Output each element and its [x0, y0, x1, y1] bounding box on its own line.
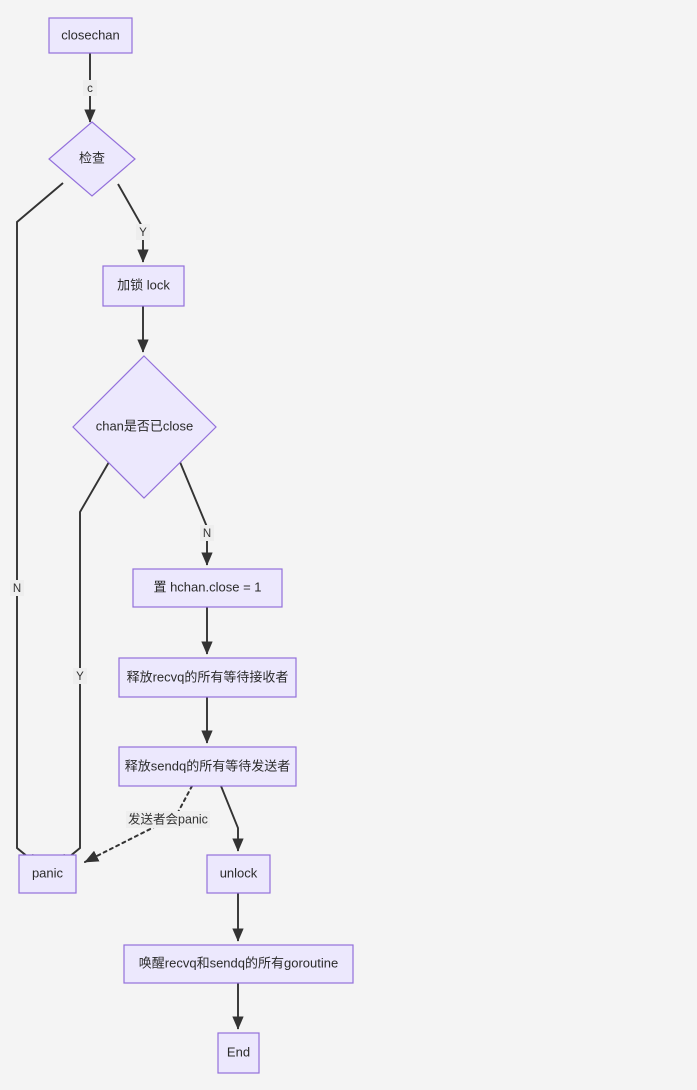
node-lock[interactable]: 加锁 lock [102, 265, 185, 307]
edge-is-closed-to-panic: Y [57, 461, 110, 867]
edge-check-to-lock: Y [117, 183, 150, 263]
node-set-close-label: 置 hchan.close = 1 [153, 579, 261, 594]
edge-label-c: c [87, 83, 93, 95]
node-panic[interactable]: panic [18, 854, 77, 894]
edge-check-to-panic: N [10, 182, 64, 867]
edge-label-sender-panic: 发送者会panic [128, 811, 208, 826]
node-end-shape[interactable] [217, 1032, 260, 1074]
edge-is-closed-to-set-close: N [179, 461, 214, 566]
node-end-label: End [227, 1044, 250, 1059]
edge-label-background [83, 80, 97, 96]
edge-closechan-to-check: c [83, 52, 97, 123]
edge-label-background [136, 224, 150, 240]
node-check[interactable]: 检查 [48, 121, 136, 197]
node-is-closed-shape[interactable] [72, 355, 217, 499]
node-is-closed[interactable]: chan是否已close [72, 355, 217, 499]
node-set-close[interactable]: 置 hchan.close = 1 [132, 568, 283, 608]
node-panic-shape[interactable] [18, 854, 77, 894]
edge-label-n-closed: N [203, 528, 211, 540]
node-release-sendq[interactable]: 释放sendq的所有等待发送者 [118, 746, 297, 787]
edge-label-background [200, 525, 214, 541]
node-unlock-shape[interactable] [206, 854, 271, 894]
node-wakeup-label: 唤醒recvq和sendq的所有goroutine [139, 955, 338, 970]
node-check-shape[interactable] [48, 121, 136, 197]
edge-release-sendq-to-unlock [220, 785, 244, 852]
edge-label-n-check: N [13, 583, 21, 595]
edge-label-background [126, 811, 210, 828]
node-unlock[interactable]: unlock [206, 854, 271, 894]
node-release-recvq-label: 释放recvq的所有等待接收者 [127, 669, 289, 684]
node-is-closed-label: chan是否已close [96, 418, 194, 433]
node-check-label: 检查 [79, 150, 105, 165]
edge-label-background [10, 580, 24, 596]
node-closechan-label: closechan [61, 27, 120, 42]
edge-label-y-closed: Y [76, 671, 84, 683]
node-release-recvq-shape[interactable] [118, 657, 297, 698]
node-lock-label: 加锁 lock [117, 277, 170, 292]
edge-release-sendq-to-panic-dotted: 发送者会panic [84, 785, 210, 863]
node-release-sendq-label: 释放sendq的所有等待发送者 [125, 758, 290, 773]
node-release-sendq-shape[interactable] [118, 746, 297, 787]
edge-label-background [73, 668, 87, 684]
node-closechan-shape[interactable] [48, 17, 133, 54]
node-closechan[interactable]: closechan [48, 17, 133, 54]
node-wakeup-shape[interactable] [123, 944, 354, 984]
node-wakeup[interactable]: 唤醒recvq和sendq的所有goroutine [123, 944, 354, 984]
node-end[interactable]: End [217, 1032, 260, 1074]
node-set-close-shape[interactable] [132, 568, 283, 608]
node-release-recvq[interactable]: 释放recvq的所有等待接收者 [118, 657, 297, 698]
node-panic-label: panic [32, 865, 64, 880]
node-unlock-label: unlock [220, 865, 258, 880]
node-lock-shape[interactable] [102, 265, 185, 307]
edge-label-y-check: Y [139, 227, 147, 239]
